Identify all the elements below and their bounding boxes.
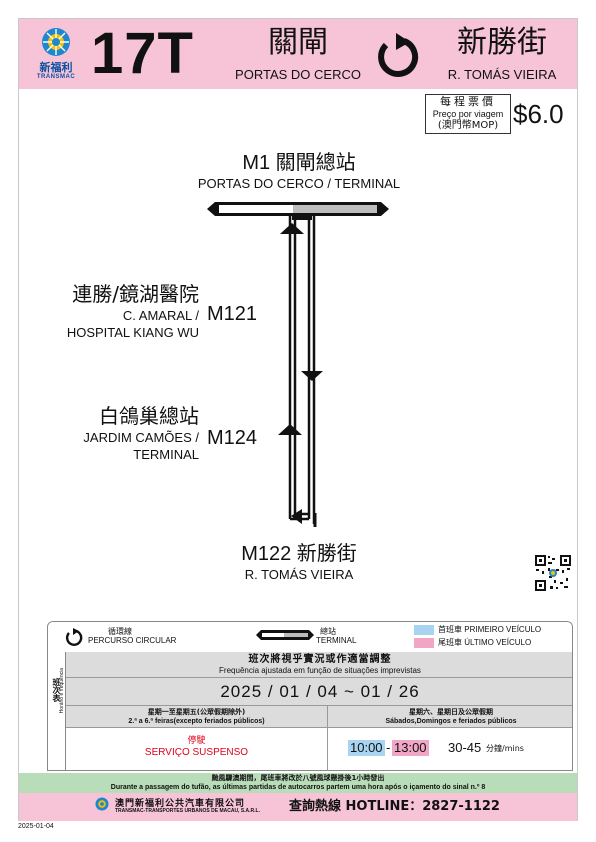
footer: 澳門新福利公共汽車有限公司 TRANSMAC-TRANSPORTES URBAN…	[19, 793, 577, 821]
legend-terminal-portuguese: TERMINAL	[316, 636, 357, 645]
stop-m124-name-chinese: 白鴿巢總站	[99, 404, 199, 428]
weekday-header-chinese: 星期一至星期五(公眾假期除外)	[147, 708, 246, 716]
stop-m1: M1 關閘總站 PORTAS DO CERCO / TERMINAL	[169, 149, 429, 192]
legend-terminal-chinese: 總站	[320, 627, 336, 636]
left-arrow-1	[291, 509, 302, 524]
legend-last-chinese: 尾班車	[438, 638, 462, 647]
frequency-notice-chinese: 班次將視乎實況或作適當調整	[248, 654, 392, 665]
legend-circular-icon	[66, 628, 83, 646]
weekend-service: 10:00 - 13:00 30-45 分鐘/mins	[328, 728, 572, 770]
interval-unit: 分鐘/mins	[486, 744, 524, 753]
time-separator: -	[386, 740, 391, 755]
destination-name-portuguese: R. TOMÁS VIEIRA	[447, 67, 557, 82]
legend: 循環線 PERCURSO CIRCULAR 總站 TERMINAL 首班車 PR…	[48, 622, 572, 652]
stop-m121-name-portuguese-2: HOSPITAL KIANG WU	[66, 325, 199, 340]
logo-english-text: TRANSMAC	[36, 74, 76, 80]
weekday-service: 停駛 SERVIÇO SUSPENSO	[66, 728, 328, 770]
frequency-notice: 班次將視乎實況或作適當調整 Frequência ajustada em fun…	[66, 652, 572, 678]
footer-logo-icon	[95, 797, 109, 811]
side-label-chinese: 班次表	[52, 678, 61, 702]
footer-company-portuguese: TRANSMAC-TRANSPORTES URBANOS DE MACAU, S…	[115, 808, 260, 814]
interval-value: 30-45	[448, 740, 482, 755]
origin-name-portuguese: PORTAS DO CERCO	[235, 67, 361, 82]
up-arrow-2	[278, 424, 302, 435]
qr-code-icon	[534, 554, 572, 592]
stop-m1-name-chinese: 關閘總站	[275, 150, 356, 174]
hotline: 查詢熱線 HOTLINE：2827-1122	[289, 799, 500, 814]
fare-price: $6.0	[513, 99, 564, 129]
legend-first: 首班車 PRIMEIRO VEÍCULO	[438, 625, 541, 635]
legend-last: 尾班車 ÚLTIMO VEÍCULO	[438, 638, 531, 648]
weekend-header-chinese: 星期六、星期日及公眾假期	[409, 708, 493, 716]
stop-m122: M122 新勝街 R. TOMÁS VIEIRA	[199, 540, 399, 583]
company-logo: 新福利 TRANSMAC	[27, 27, 85, 87]
typhoon-notice-chinese: 颱風驟澳期間，尾班車將改於八號風球懸掛後1小時發出	[211, 774, 385, 782]
stop-m122-code: M122	[241, 543, 292, 565]
route-number: 17T	[91, 21, 194, 86]
fare-label-chinese: 每程票價	[440, 95, 496, 108]
fare-label-box: 每程票價 Preço por viagem (澳門幣MOP)	[425, 94, 511, 134]
stop-m121-code: M121	[207, 303, 258, 325]
destination-name-chinese: 新勝街	[457, 25, 547, 60]
legend-circular-chinese: 循環線	[108, 627, 132, 636]
print-date: 2025-01-04	[18, 823, 54, 830]
side-label-portuguese: Horário e frequência	[59, 668, 65, 714]
route-map: M1 關閘總站 PORTAS DO CERCO / TERMINAL 連勝/鏡湖…	[19, 19, 577, 619]
transmac-logo-icon	[42, 28, 70, 56]
stop-m124-name-portuguese-2: TERMINAL	[133, 447, 199, 462]
service-row: 停駛 SERVIÇO SUSPENSO 10:00 - 13:00 30-45 …	[66, 728, 572, 770]
stop-m124-name-portuguese-1: JARDIM CAMÕES /	[83, 430, 199, 445]
fare-label-portuguese: Preço por viagem	[432, 109, 504, 119]
circular-route-icon	[378, 33, 419, 77]
validity-date-range: 2025 / 01 / 04 ~ 01 / 26	[66, 678, 572, 706]
timetable-side-label: 班次表 Horário e frequência	[48, 652, 66, 770]
legend-first-swatch	[414, 625, 434, 635]
suspended-portuguese: SERVIÇO SUSPENSO	[144, 747, 249, 758]
logo-chinese-text: 新福利	[39, 61, 73, 74]
weekday-header: 星期一至星期五(公眾假期除外) 2.ª a 6.ª feiras(excepto…	[66, 706, 328, 728]
legend-first-portuguese: PRIMEIRO VEÍCULO	[464, 625, 542, 634]
stop-m124-code: M124	[207, 427, 258, 449]
frequency-notice-portuguese: Frequência ajustada em função de situaçõ…	[219, 666, 421, 675]
legend-last-portuguese: ÚLTIMO VEÍCULO	[464, 638, 532, 647]
stop-m1-code: M1	[242, 152, 271, 174]
route-line-diagram	[207, 202, 389, 527]
stop-m121-name-portuguese-1: C. AMARAL /	[122, 308, 199, 323]
origin-name-chinese: 關閘	[268, 25, 328, 60]
timetable: 循環線 PERCURSO CIRCULAR 總站 TERMINAL 首班車 PR…	[47, 621, 573, 771]
weekend-header-portuguese: Sábados,Domingos e feriados públicos	[385, 718, 517, 725]
fare-currency-unit: (澳門幣MOP)	[437, 120, 499, 131]
stop-m124: 白鴿巢總站 JARDIM CAMÕES / TERMINAL	[19, 403, 199, 463]
suspended-chinese: 停駛	[187, 736, 206, 746]
legend-first-chinese: 首班車	[438, 625, 462, 634]
route-header: 新福利 TRANSMAC 17T 關閘 PORTAS DO CERCO 新勝街 …	[19, 19, 577, 89]
typhoon-notice-portuguese: Durante a passagem do tufão, as últimas …	[110, 784, 486, 791]
poster-sheet: 新福利 TRANSMAC 17T 關閘 PORTAS DO CERCO 新勝街 …	[18, 18, 578, 821]
legend-terminal-icon	[256, 630, 314, 640]
weekday-header-portuguese: 2.ª a 6.ª feiras(excepto feriados públic…	[128, 718, 265, 725]
typhoon-notice: 颱風驟澳期間，尾班車將改於八號風球懸掛後1小時發出 Durante a pass…	[19, 773, 577, 793]
legend-circular-portuguese: PERCURSO CIRCULAR	[88, 636, 177, 645]
last-departure-time: 13:00	[392, 740, 429, 756]
stop-m122-name-portuguese: R. TOMÁS VIEIRA	[244, 567, 354, 582]
stop-m121: 連勝/鏡湖醫院 C. AMARAL / HOSPITAL KIANG WU	[19, 281, 199, 341]
stop-m121-name-chinese: 連勝/鏡湖醫院	[72, 282, 199, 306]
stop-m1-name-portuguese: PORTAS DO CERCO / TERMINAL	[197, 176, 401, 191]
legend-last-swatch	[414, 638, 434, 648]
footer-company-chinese: 澳門新福利公共汽車有限公司	[115, 799, 246, 809]
down-arrow-1	[301, 371, 323, 381]
first-departure-time: 10:00	[348, 740, 385, 756]
up-arrow-1	[280, 223, 304, 234]
stop-m122-name-chinese: 新勝街	[296, 541, 357, 565]
weekend-header: 星期六、星期日及公眾假期 Sábados,Domingos e feriados…	[328, 706, 572, 728]
day-type-row: 星期一至星期五(公眾假期除外) 2.ª a 6.ª feiras(excepto…	[66, 706, 572, 728]
